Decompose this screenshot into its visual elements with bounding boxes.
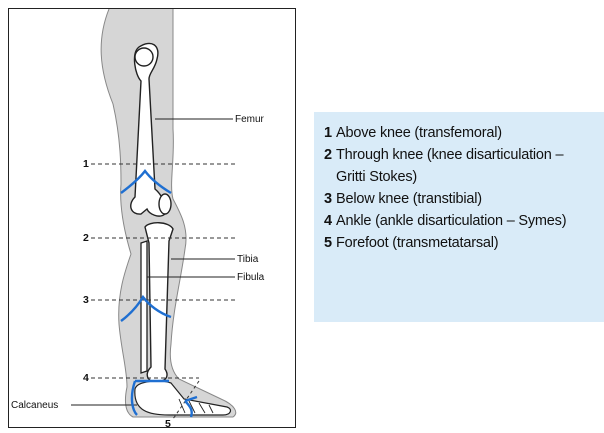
level-4-number: 4 — [83, 372, 89, 384]
legend-item: 4 Ankle (ankle disarticulation – Symes) — [324, 210, 596, 232]
level-3-number: 3 — [83, 294, 89, 306]
leg-diagram: Femur Tibia Fibula Calcaneus 1 2 3 4 5 — [9, 9, 297, 429]
legend-item-text: Below knee (transtibial) — [336, 188, 596, 210]
level-5-number: 5 — [165, 418, 171, 429]
legend-item-text: Above knee (transfemoral) — [336, 122, 596, 144]
legend-item-number: 4 — [324, 210, 336, 232]
legend-item-number: 2 — [324, 144, 336, 188]
legend-item-text: Ankle (ankle disarticulation – Symes) — [336, 210, 596, 232]
label-calcaneus: Calcaneus — [11, 400, 58, 411]
leg-amputation-figure: Femur Tibia Fibula Calcaneus 1 2 3 4 5 — [8, 8, 296, 428]
legend-item-text: Through knee (knee disarticulation – Gri… — [336, 144, 596, 188]
legend-item: 5 Forefoot (transmetatarsal) — [324, 232, 596, 254]
label-femur: Femur — [235, 114, 265, 125]
label-tibia: Tibia — [237, 254, 259, 265]
legend-item-number: 3 — [324, 188, 336, 210]
legend-item-number: 5 — [324, 232, 336, 254]
label-fibula: Fibula — [237, 272, 265, 283]
patella — [159, 194, 171, 214]
legend-item-number: 1 — [324, 122, 336, 144]
legend-item: 2 Through knee (knee disarticulation – G… — [324, 144, 596, 188]
legend-item: 1 Above knee (transfemoral) — [324, 122, 596, 144]
amputation-levels-legend: 1 Above knee (transfemoral) 2 Through kn… — [314, 112, 604, 322]
legend-item: 3 Below knee (transtibial) — [324, 188, 596, 210]
level-1-number: 1 — [83, 158, 89, 170]
legend-item-text: Forefoot (transmetatarsal) — [336, 232, 596, 254]
level-2-number: 2 — [83, 232, 89, 244]
